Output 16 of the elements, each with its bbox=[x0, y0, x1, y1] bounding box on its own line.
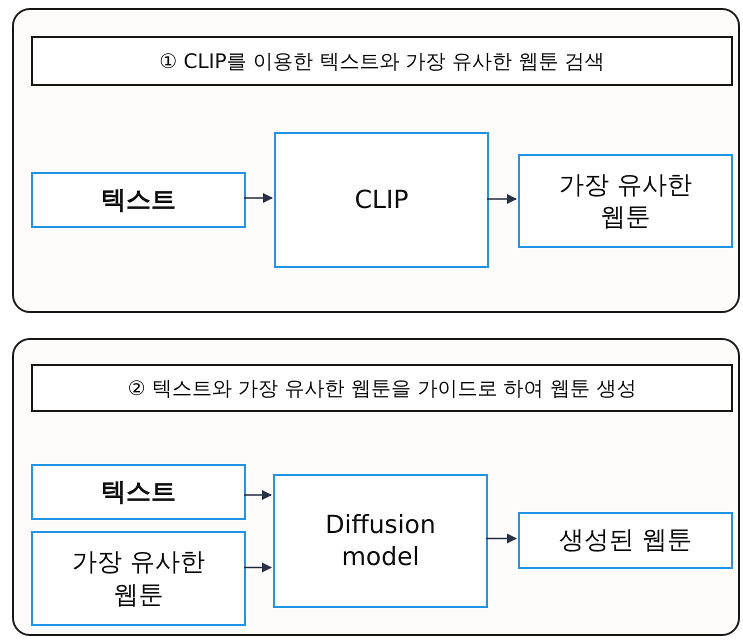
process-box: 생성된 웹툰 bbox=[518, 512, 733, 569]
process-box: 가장 유사한 웹툰 bbox=[31, 531, 246, 626]
heading-box: ① CLIP를 이용한 텍스트와 가장 유사한 웹툰 검색 bbox=[31, 36, 733, 86]
heading-box: ② 텍스트와 가장 유사한 웹툰을 가이드로 하여 웹툰 생성 bbox=[31, 364, 733, 412]
rounded-panel bbox=[12, 338, 740, 636]
arrow bbox=[486, 534, 517, 544]
process-box: 텍스트 bbox=[31, 464, 246, 520]
arrow bbox=[244, 193, 273, 203]
arrow bbox=[244, 490, 272, 500]
process-box: CLIP bbox=[274, 132, 489, 268]
arrow bbox=[244, 562, 272, 572]
process-box: 가장 유사한 웹툰 bbox=[518, 154, 733, 248]
rounded-panel bbox=[12, 8, 740, 313]
process-box: 텍스트 bbox=[31, 172, 246, 228]
arrow bbox=[487, 194, 517, 204]
process-box: Diffusion model bbox=[273, 474, 488, 608]
